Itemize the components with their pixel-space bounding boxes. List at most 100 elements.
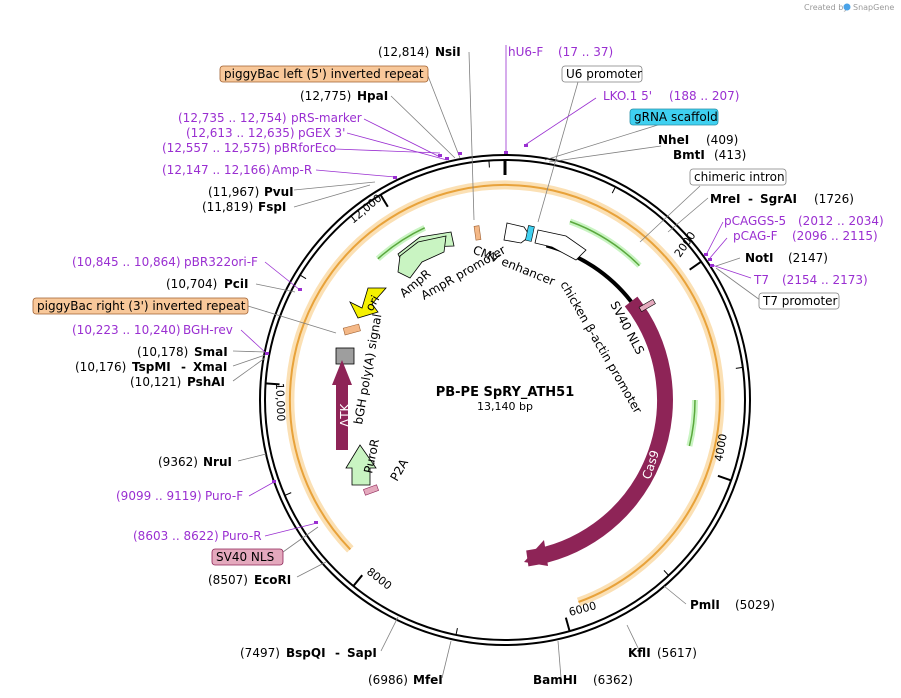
tick-mark <box>379 194 389 208</box>
primer-pbr322ori-f: (10,845 .. 10,864) pBR322ori-F <box>72 255 258 269</box>
enzyme-nrui: (9362) NruI <box>158 455 232 469</box>
primer-name: pGEX 3' <box>298 126 345 140</box>
enzyme-pos: (10,121) <box>130 375 181 389</box>
boxed-label-grna-scaffold: gRNA scaffold <box>629 108 719 126</box>
primer-range: (8603 .. 8622) <box>133 529 219 543</box>
dtk-feature <box>332 360 352 450</box>
backbone-outer-ring <box>259 154 751 646</box>
enzyme-name: NsiI <box>435 45 461 59</box>
enzyme-nhei: NheI (409) <box>658 133 738 147</box>
primer-pcag-f: pCAG-F (2096 .. 2115) <box>733 229 878 243</box>
enzyme-name: EcoRI <box>254 573 291 587</box>
feature-arc-large <box>288 184 721 603</box>
enzyme-pos: (5617) <box>657 646 697 660</box>
tick-mark <box>284 492 292 496</box>
boxed-label-piggybac-left: piggyBac left (5') inverted repeat <box>219 65 429 83</box>
enzyme-pos: (5029) <box>735 598 775 612</box>
enzyme-mrei-sgrai: MreI - SgrAI (1726) <box>710 192 854 206</box>
primer-t7: T7 (2154 .. 2173) <box>753 273 868 287</box>
enzyme-bamhi: BamHI (6362) <box>533 673 633 687</box>
cas9-feature <box>526 296 673 567</box>
enzyme-separator: - <box>335 646 340 660</box>
tick-label-10000: 10,000 <box>273 383 287 422</box>
enzyme-name-2: XmaI <box>193 360 227 374</box>
snapgene-logo-icon <box>843 3 851 11</box>
boxed-label-sv40-text: SV40 NLS <box>216 550 274 564</box>
boxed-label-t7-text: T7 promoter <box>762 294 838 308</box>
enzyme-pos: (9362) <box>158 455 198 469</box>
enzyme-pos: (6986) <box>368 673 408 687</box>
credit-prefix: Created by <box>804 3 848 12</box>
boxed-label-chimeric-intron: chimeric intron <box>689 168 787 186</box>
p2a-feature <box>363 484 379 496</box>
primer-prs-marker: (12,735 .. 12,754) pRS-marker <box>178 111 362 125</box>
tick-mark <box>717 474 732 482</box>
boxed-label-piggybac-right-text: piggyBac right (3') inverted repeat <box>37 299 246 313</box>
primer-puro-f: (9099 .. 9119) Puro-F <box>116 489 243 503</box>
enzyme-noti: NotI (2147) <box>745 251 828 265</box>
primer-pcaggs-5: pCAGGS-5 (2012 .. 2034) <box>724 214 884 228</box>
primer-name: Amp-R <box>272 163 312 177</box>
primer-range: (12,613 .. 12,635) <box>186 126 295 140</box>
enzyme-name: NheI <box>658 133 689 147</box>
credit-brand: SnapGene <box>853 3 894 12</box>
feature-arc-small <box>664 255 703 314</box>
primer-range: (12,147 .. 12,166) <box>162 163 271 177</box>
tick-label-4000: 4000 <box>712 433 730 463</box>
label-p2a: P2A <box>387 456 411 484</box>
enzyme-pos: (1726) <box>814 192 854 206</box>
tick-marks <box>265 160 743 636</box>
enzyme-pos: (409) <box>706 133 738 147</box>
boxed-label-sv40-nls: SV40 NLS <box>211 548 284 566</box>
enzyme-name: BamHI <box>533 673 577 687</box>
enzyme-name-2: SgrAI <box>760 192 797 206</box>
enzyme-name: BspQI <box>286 646 326 660</box>
enzyme-bspqi-sapi: (7497) BspQI - SapI <box>240 646 377 660</box>
plasmid-size: 13,140 bp <box>477 400 533 413</box>
tick-mark <box>352 574 364 587</box>
enzyme-pshai: (10,121) PshAI <box>130 375 225 389</box>
enzyme-name-2: SapI <box>347 646 377 660</box>
label-puror: PuroR <box>361 437 382 474</box>
tick-mark <box>735 366 743 369</box>
enzyme-name: PmlI <box>690 598 720 612</box>
primer-range: (188 .. 207) <box>669 89 739 103</box>
leader-lines <box>232 51 761 679</box>
ampr-feature <box>397 235 447 279</box>
enzyme-mfei: (6986) MfeI <box>368 673 443 687</box>
grna-scaffold-feature <box>525 225 535 242</box>
enzyme-pos: (11,967) <box>208 185 259 199</box>
sv40-nls-feature <box>638 298 656 313</box>
enzyme-pos: (8507) <box>208 573 248 587</box>
primer-range: (10,223 .. 10,240) <box>72 323 181 337</box>
primer-name: BGH-rev <box>183 323 233 337</box>
enzyme-name: NotI <box>745 251 774 265</box>
tick-mark <box>663 570 670 576</box>
enzyme-name: PvuI <box>264 185 294 199</box>
enzyme-smai: (10,178) SmaI <box>137 345 228 359</box>
label-dtk: ΔTK <box>338 402 352 427</box>
enzyme-pos: (2147) <box>788 251 828 265</box>
enzyme-name: MfeI <box>413 673 443 687</box>
tick-mark <box>611 186 616 194</box>
enzyme-name: BmtI <box>673 148 705 162</box>
boxed-label-t7-promoter: T7 promoter <box>758 292 840 310</box>
cmv-enhancer-feature <box>534 229 587 261</box>
tick-label-6000: 6000 <box>567 599 597 619</box>
primer-name: Puro-F <box>205 489 243 503</box>
puror-feature <box>345 444 377 486</box>
enzyme-name: SmaI <box>194 345 228 359</box>
tick-label-8000: 8000 <box>364 565 394 592</box>
chicken-beta-actin-promoter-arc <box>545 243 633 303</box>
primer-name: pBR322ori-F <box>184 255 258 269</box>
piggybac-left-feature <box>473 225 482 241</box>
primer-name: pCAG-F <box>733 229 778 243</box>
enzyme-pvui: (11,967) PvuI <box>208 185 294 199</box>
piggybac-right-feature <box>342 323 361 336</box>
primer-name: LKO.1 5' <box>603 89 652 103</box>
primer-name: T7 <box>753 273 769 287</box>
cas9-arrowhead <box>524 540 548 566</box>
primer-range: (10,845 .. 10,864) <box>72 255 181 269</box>
tick-mark <box>299 274 307 280</box>
